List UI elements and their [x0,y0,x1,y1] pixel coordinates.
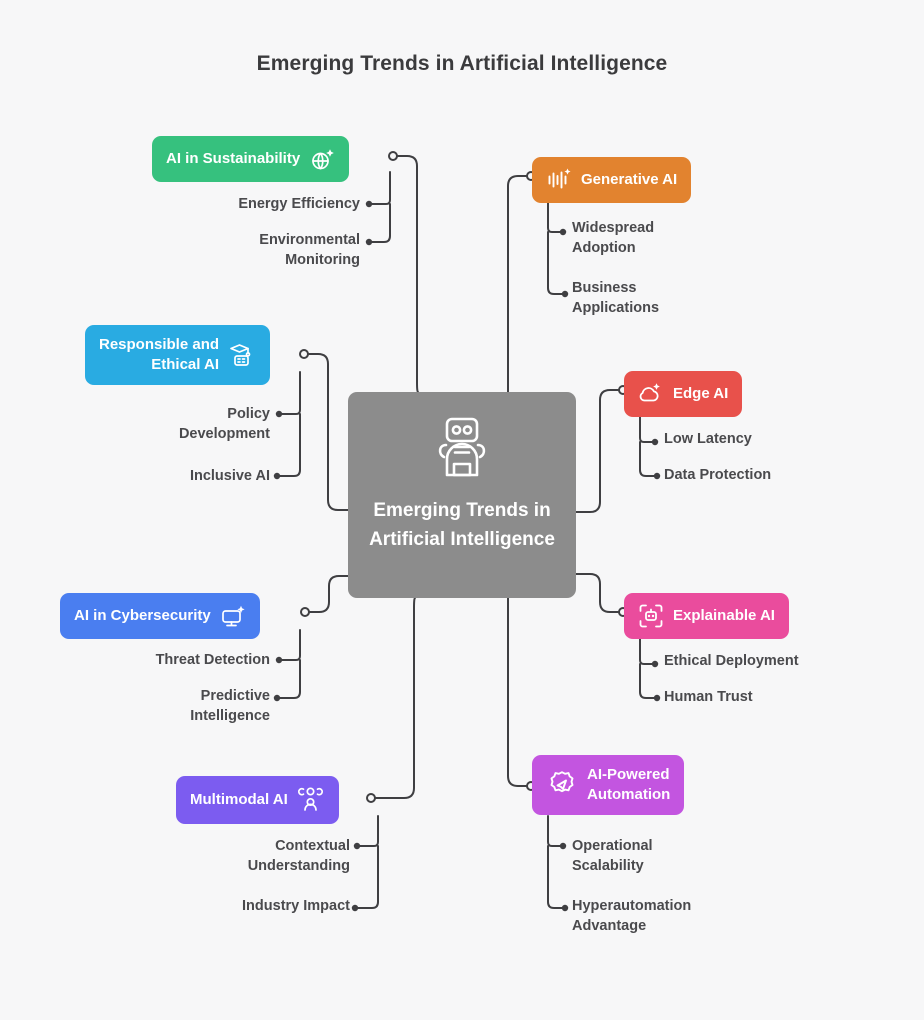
wire-responsible [302,353,349,511]
wire-sub-automation-1 [547,815,563,847]
wire-sub-sustainability-1 [369,171,391,205]
cloud-sparkle-icon [638,381,664,407]
branch-label: Multimodal AI [190,791,288,809]
person-nodes-icon [297,786,325,814]
subitem-widespread-adoption: Widespread Adoption [572,220,655,256]
wire-sub-explainable-2 [639,663,657,699]
wire-sub-generative-1 [547,201,563,233]
branch-label: AI-Powered Automation [587,766,671,803]
wire-multimodal [369,597,416,799]
wire-sub-sustainability-2 [369,203,391,243]
center-node[interactable]: Emerging Trends in Artificial Intelligen… [348,392,576,598]
wire-sub-multimodal-2 [355,845,379,909]
subitem-human-trust: Human Trust [664,689,753,705]
wire-sub-responsible-1 [279,371,301,415]
subitem-threat-detection: Threat Detection [155,652,270,668]
branch-label: Responsible and Ethical AI [99,336,220,373]
wire-sub-automation-2 [547,845,565,909]
branch-generative-ai[interactable]: Generative AI [532,157,692,203]
graduation-robot-icon [228,341,256,369]
wire-sustainability [391,155,419,393]
wire-generative [507,175,533,393]
branch-ai-in-cybersecurity[interactable]: AI in Cybersecurity [60,593,260,639]
branch-multimodal-ai[interactable]: Multimodal AI [176,776,339,824]
branch-explainable-ai[interactable]: Explainable AI [624,593,789,639]
subitem-low-latency: Low Latency [664,431,752,447]
wire-sub-cyber-1 [279,629,301,661]
subitem-policy-development: Policy Development [178,406,270,442]
globe-sparkle-icon [309,146,335,172]
branch-edge-ai[interactable]: Edge AI [624,371,743,417]
subitem-environmental-monitoring: Environmental Monitoring [259,232,360,268]
subitem-predictive-intelligence: Predictive Intelligence [190,688,270,724]
branch-label: Generative AI [581,171,678,189]
wire-cybersecurity [303,575,349,613]
wire-sub-responsible-2 [277,413,301,477]
branch-label: AI in Cybersecurity [74,607,211,625]
subitem-operational-scalability: Operational Scalability [572,838,653,874]
subitem-inclusive-ai: Inclusive AI [189,468,270,484]
subitem-business-applications: Business Applications [572,280,660,316]
branch-label: AI in Sustainability [166,150,301,168]
subitem-industry-impact: Industry Impact [242,898,350,914]
wire-sub-cyber-2 [277,659,301,699]
branch-label: Explainable AI [673,607,775,625]
monitor-sparkle-icon [220,603,246,629]
center-node-label: Emerging Trends in Artificial Intelligen… [369,500,555,550]
wire-explainable [575,573,625,613]
branch-label: Edge AI [673,385,729,403]
subitem-hyperautomation-advantage: Hyperautomation Advantage [572,898,692,934]
subitem-energy-efficiency: Energy Efficiency [238,196,360,212]
wire-automation [507,597,533,787]
subitem-contextual-understanding: Contextual Understanding [247,838,350,874]
branch-ai-powered-automation[interactable]: AI-Powered Automation [532,755,685,815]
wire-sub-multimodal-1 [357,815,379,847]
subitem-ethical-deployment: Ethical Deployment [664,653,799,669]
subitem-data-protection: Data Protection [664,467,772,483]
branch-responsible-and-ethical-ai[interactable]: Responsible and Ethical AI [85,325,271,385]
waveform-sparkle-icon [546,167,572,193]
gear-spark-icon [546,769,578,801]
wire-edge [575,389,625,513]
wire-sub-edge-2 [639,441,657,477]
page-title: Emerging Trends in Artificial Intelligen… [256,52,668,75]
wire-sub-generative-2 [547,231,565,295]
scan-robot-icon [638,603,664,629]
branch-ai-in-sustainability[interactable]: AI in Sustainability [152,136,350,182]
robot-icon [425,414,499,485]
